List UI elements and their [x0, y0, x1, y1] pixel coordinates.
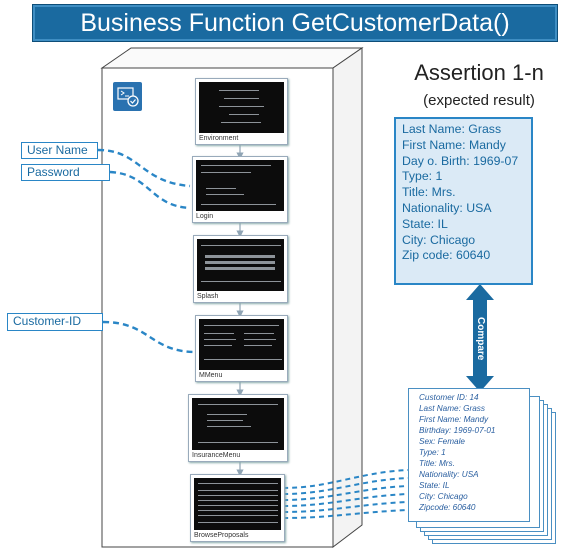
app-icon [113, 82, 142, 111]
connector-username [97, 148, 191, 188]
connector-password [109, 170, 191, 210]
screen-splash: Splash [193, 235, 288, 303]
result-line: Title: Mrs. [419, 459, 455, 468]
result-line: Customer ID: 14 [419, 393, 479, 402]
screen-insurancemenu: InsuranceMenu [188, 394, 288, 462]
screen-browseproposals: BrowseProposals [190, 474, 285, 542]
connector-output [282, 493, 409, 507]
expected-line: Day o. Birth: 1969-07 [402, 153, 519, 168]
connector-output [282, 501, 409, 513]
result-line: First Name: Mandy [419, 415, 489, 424]
screen-caption: MMenu [199, 372, 223, 379]
compare-arrow [466, 284, 494, 392]
input-customer-id: Customer-ID [7, 313, 103, 331]
expected-line: Last Name: Grass [402, 122, 502, 136]
expected-line: Title: Mrs. [402, 185, 456, 200]
result-line: Sex: Female [419, 437, 465, 446]
container-box-side [332, 47, 363, 549]
connector-customer-id [102, 320, 197, 354]
screen-caption: Environment [199, 135, 239, 142]
input-user-name: User Name [21, 142, 98, 159]
assertion-subtitle: (expected result) [423, 92, 535, 109]
screen-caption: Splash [197, 293, 219, 300]
container-box-top [100, 47, 364, 69]
actual-result-document: Customer ID: 14 Last Name: Grass First N… [408, 388, 530, 522]
result-line: Last Name: Grass [419, 404, 485, 413]
expected-line: State: IL [402, 216, 448, 231]
result-line: Birthday: 1969-07-01 [419, 426, 496, 435]
result-line: Type: 1 [419, 448, 446, 457]
expected-line: Zip code: 60640 [402, 248, 491, 263]
compare-label: Compare [475, 317, 486, 361]
screen-caption: InsuranceMenu [192, 452, 241, 459]
expected-line: Type: 1 [402, 169, 443, 184]
result-line: Zipcode: 60640 [419, 503, 476, 512]
input-password: Password [21, 164, 110, 181]
connector-output [282, 485, 409, 501]
result-line: Nationality: USA [419, 470, 479, 479]
container-box-front [101, 67, 334, 548]
result-line: State: IL [419, 481, 450, 490]
screen-caption: BrowseProposals [194, 532, 249, 539]
screen-mmenu: MMenu [195, 315, 288, 382]
terminal-check-icon [117, 87, 139, 107]
screen-login: Login [192, 156, 288, 223]
expected-line: Nationality: USA [402, 200, 492, 215]
connector-output [282, 477, 409, 495]
screen-environment: Environment [195, 78, 288, 145]
result-line: City: Chicago [419, 492, 468, 501]
expected-result-box: Last Name: Grass First Name: Mandy Day o… [394, 117, 533, 285]
screen-caption: Login [196, 213, 214, 220]
connector-output [282, 509, 409, 519]
connector-output [282, 469, 409, 489]
assertion-title: Assertion 1-n [414, 60, 544, 85]
expected-line: First Name: Mandy [402, 137, 506, 152]
diagram-title: Business Function GetCustomerData() [32, 4, 558, 42]
expected-line: City: Chicago [402, 232, 476, 247]
